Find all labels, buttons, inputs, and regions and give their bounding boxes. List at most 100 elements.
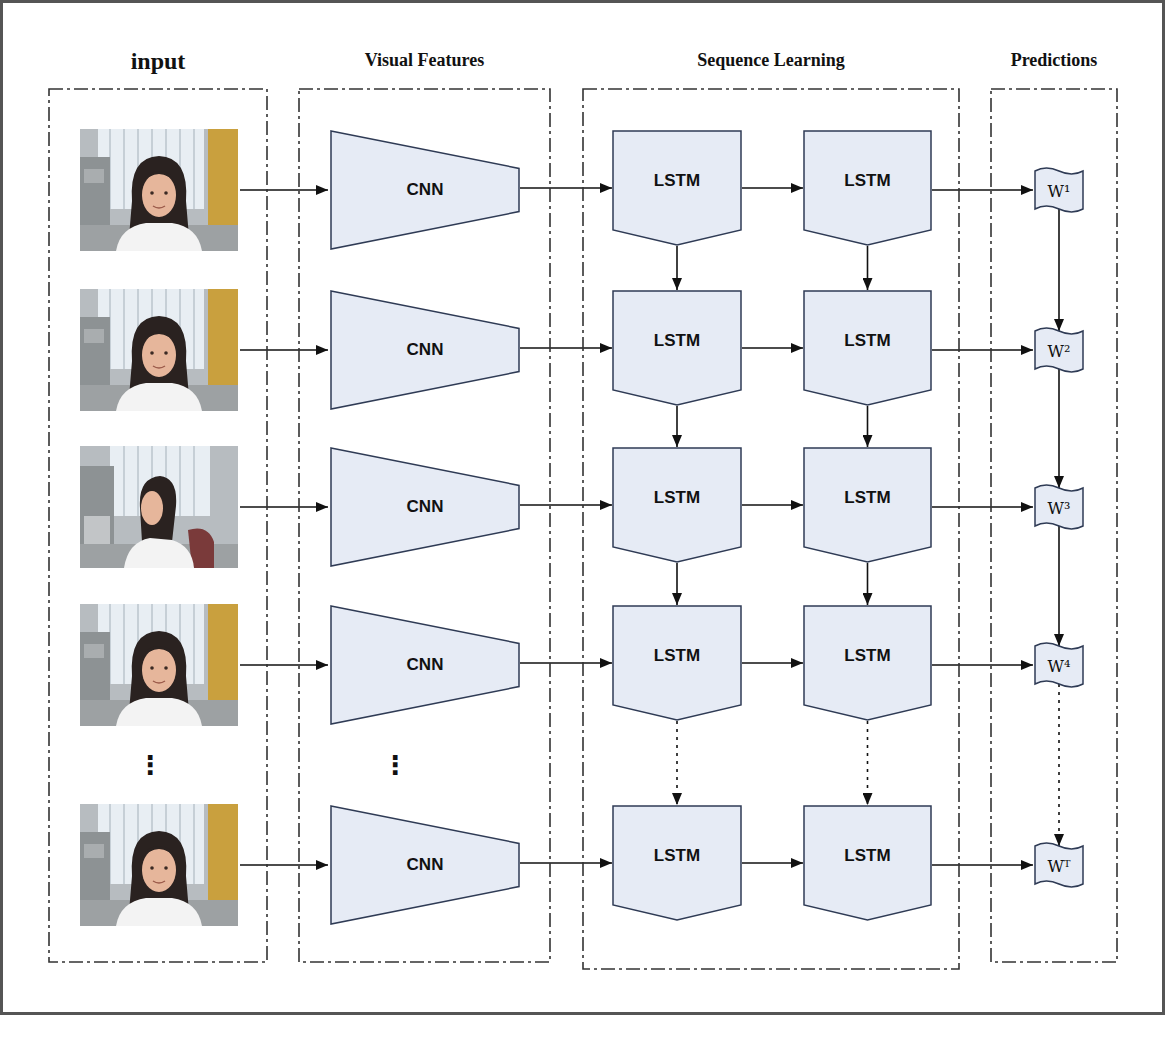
flow-arrow — [932, 349, 1033, 351]
flow-arrow — [932, 864, 1033, 866]
prediction-word-shape — [1035, 328, 1083, 372]
layer-label: LSTM — [844, 846, 890, 866]
flow-arrow — [742, 347, 803, 349]
cnn-block-shape — [331, 806, 519, 924]
frame-arrow — [240, 664, 328, 666]
prediction-word: W³ — [1033, 482, 1085, 532]
lstm-cell: LSTM — [803, 605, 932, 721]
group-panel-outline — [48, 88, 268, 963]
lstm-cell-shape — [804, 448, 931, 562]
flow-arrow — [520, 862, 612, 864]
layer-label: LSTM — [844, 331, 890, 351]
lstm-cell-shape — [613, 448, 741, 562]
flow-arrow — [867, 246, 869, 290]
flow-arrow — [1058, 684, 1060, 846]
lstm-cell-shape — [613, 806, 741, 920]
flow-arrow — [742, 862, 803, 864]
group-panel: Sequence LearningLSTMLSTMLSTMLSTMLSTMLST… — [582, 88, 960, 970]
layer-label: CNN — [407, 497, 444, 517]
ellipsis-mark: ⋮ — [382, 752, 408, 778]
flow-arrow — [1058, 369, 1060, 488]
flow-arrow — [742, 504, 803, 506]
flow-arrow — [867, 721, 869, 805]
frame-arrow — [240, 864, 328, 866]
layer-label: CNN — [407, 655, 444, 675]
lstm-cell: LSTM — [612, 605, 742, 721]
lstm-cell: LSTM — [612, 447, 742, 563]
group-heading: input — [48, 48, 268, 75]
layer-label: LSTM — [844, 488, 890, 508]
cnn-block: CNN — [330, 130, 520, 250]
lstm-cell-shape — [804, 131, 931, 245]
flow-arrow — [1058, 526, 1060, 646]
lstm-cell: LSTM — [803, 447, 932, 563]
flow-arrow — [867, 563, 869, 605]
layer-label: LSTM — [844, 646, 890, 666]
outer-frame — [2, 2, 1164, 1014]
flow-arrow — [676, 563, 678, 605]
prediction-word: W⁴ — [1033, 640, 1085, 690]
video-frame — [80, 289, 238, 411]
flow-arrow — [676, 406, 678, 447]
layer-label: LSTM — [654, 646, 700, 666]
output-word: W³ — [1048, 499, 1071, 518]
cnn-block-shape — [331, 448, 519, 566]
dashdot-border — [991, 89, 1117, 962]
lstm-cell: LSTM — [803, 130, 932, 246]
layer-label: LSTM — [654, 331, 700, 351]
dashdot-border — [49, 89, 267, 962]
lstm-cell-shape — [804, 291, 931, 405]
layer-label: LSTM — [654, 488, 700, 508]
cnn-block: CNN — [330, 605, 520, 725]
lstm-cell-shape — [613, 606, 741, 720]
output-word: W¹ — [1048, 182, 1071, 201]
prediction-word: Wᵀ — [1033, 840, 1085, 890]
prediction-word: W¹ — [1033, 165, 1085, 215]
flow-arrow — [742, 662, 803, 664]
flow-arrow — [1058, 209, 1060, 331]
cnn-block-shape — [331, 291, 519, 409]
flow-arrow — [520, 504, 612, 506]
group-panel: input — [48, 88, 268, 963]
ellipsis-mark: ⋮ — [137, 752, 163, 778]
video-frame — [80, 604, 238, 726]
prediction-word-shape — [1035, 643, 1083, 687]
flow-arrow — [932, 664, 1033, 666]
layer-label: CNN — [407, 340, 444, 360]
flow-arrow — [676, 721, 678, 805]
video-frame — [80, 804, 238, 926]
layer-label: CNN — [407, 180, 444, 200]
frame-arrow — [240, 189, 328, 191]
dashdot-border — [583, 89, 959, 969]
flow-arrow — [867, 406, 869, 447]
layer-label: LSTM — [844, 171, 890, 191]
group-heading: Predictions — [990, 50, 1118, 71]
lstm-cell-shape — [804, 806, 931, 920]
layer-label: LSTM — [654, 846, 700, 866]
lstm-cell-shape — [613, 131, 741, 245]
flow-arrow — [932, 506, 1033, 508]
lstm-cell: LSTM — [803, 805, 932, 921]
group-panel: Visual FeaturesCNNCNNCNNCNNCNN — [298, 88, 551, 963]
cnn-block: CNN — [330, 290, 520, 410]
lstm-cell-shape — [804, 606, 931, 720]
video-frame — [80, 129, 238, 251]
output-word: W⁴ — [1048, 657, 1071, 676]
lstm-cell: LSTM — [803, 290, 932, 406]
flow-arrow — [676, 246, 678, 290]
cnn-block: CNN — [330, 805, 520, 925]
output-word: W² — [1048, 342, 1071, 361]
video-frame — [80, 446, 238, 568]
cnn-block: CNN — [330, 447, 520, 567]
layer-label: CNN — [407, 855, 444, 875]
group-heading: Sequence Learning — [582, 50, 960, 71]
flow-arrow — [932, 189, 1033, 191]
lstm-cell: LSTM — [612, 290, 742, 406]
frame-arrow — [240, 506, 328, 508]
prediction-word-shape — [1035, 168, 1083, 212]
cnn-block-shape — [331, 131, 519, 249]
prediction-word-shape — [1035, 485, 1083, 529]
output-word: Wᵀ — [1047, 857, 1070, 876]
group-heading: Visual Features — [298, 50, 551, 71]
